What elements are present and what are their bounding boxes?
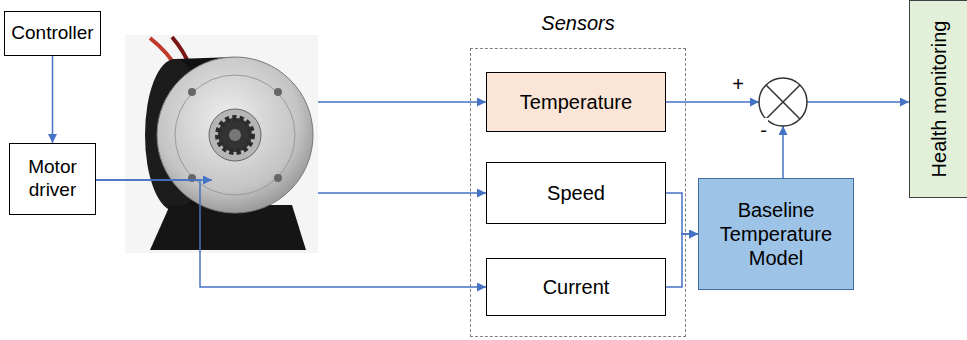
node-label: Current xyxy=(543,275,610,299)
motor-shaft xyxy=(229,129,241,141)
output-panel: Health monitoring xyxy=(909,0,967,198)
node-label: Health monitoring xyxy=(927,21,951,178)
motor-hub xyxy=(209,109,261,161)
sensor-wire xyxy=(318,192,486,194)
sensor-box: Speed xyxy=(486,162,666,224)
signal-arrow xyxy=(96,180,486,287)
sensor-box: Temperature xyxy=(486,72,666,132)
group-heading: Sensors xyxy=(471,11,685,35)
motor-endplate xyxy=(157,57,313,213)
sensor-group: TemperatureSpeedCurrentSensors xyxy=(470,48,686,337)
process-box: Controller xyxy=(4,11,101,56)
node-label: Speed xyxy=(547,181,605,205)
signal-arrow xyxy=(52,56,54,143)
motor-screw xyxy=(188,88,196,96)
motor-photo xyxy=(125,35,318,253)
signal-arrow xyxy=(782,126,784,178)
motor-sprocket xyxy=(218,118,252,152)
sign-label: + xyxy=(731,72,745,96)
photo-background xyxy=(125,35,318,253)
signal-arrow xyxy=(666,101,759,103)
node-label: Motor driver xyxy=(16,156,89,202)
node-label: Baseline Temperature Model xyxy=(705,198,847,270)
motor-screw xyxy=(188,174,196,182)
sensor-box: Current xyxy=(486,258,666,316)
motor-endplate-ring xyxy=(175,75,295,195)
model-box: Baseline Temperature Model xyxy=(698,178,854,290)
signal-arrow xyxy=(807,101,909,103)
signal-arrow xyxy=(666,193,698,234)
motor-screw xyxy=(274,88,282,96)
node-label: Controller xyxy=(11,22,93,45)
node-label: Temperature xyxy=(520,90,632,114)
sign-label: - xyxy=(759,118,768,142)
sensor-wire xyxy=(318,101,486,103)
motor-screw xyxy=(274,174,282,182)
junction-cross xyxy=(766,85,800,119)
signal-arrow xyxy=(666,234,698,287)
process-box: Motor driver xyxy=(9,143,96,215)
